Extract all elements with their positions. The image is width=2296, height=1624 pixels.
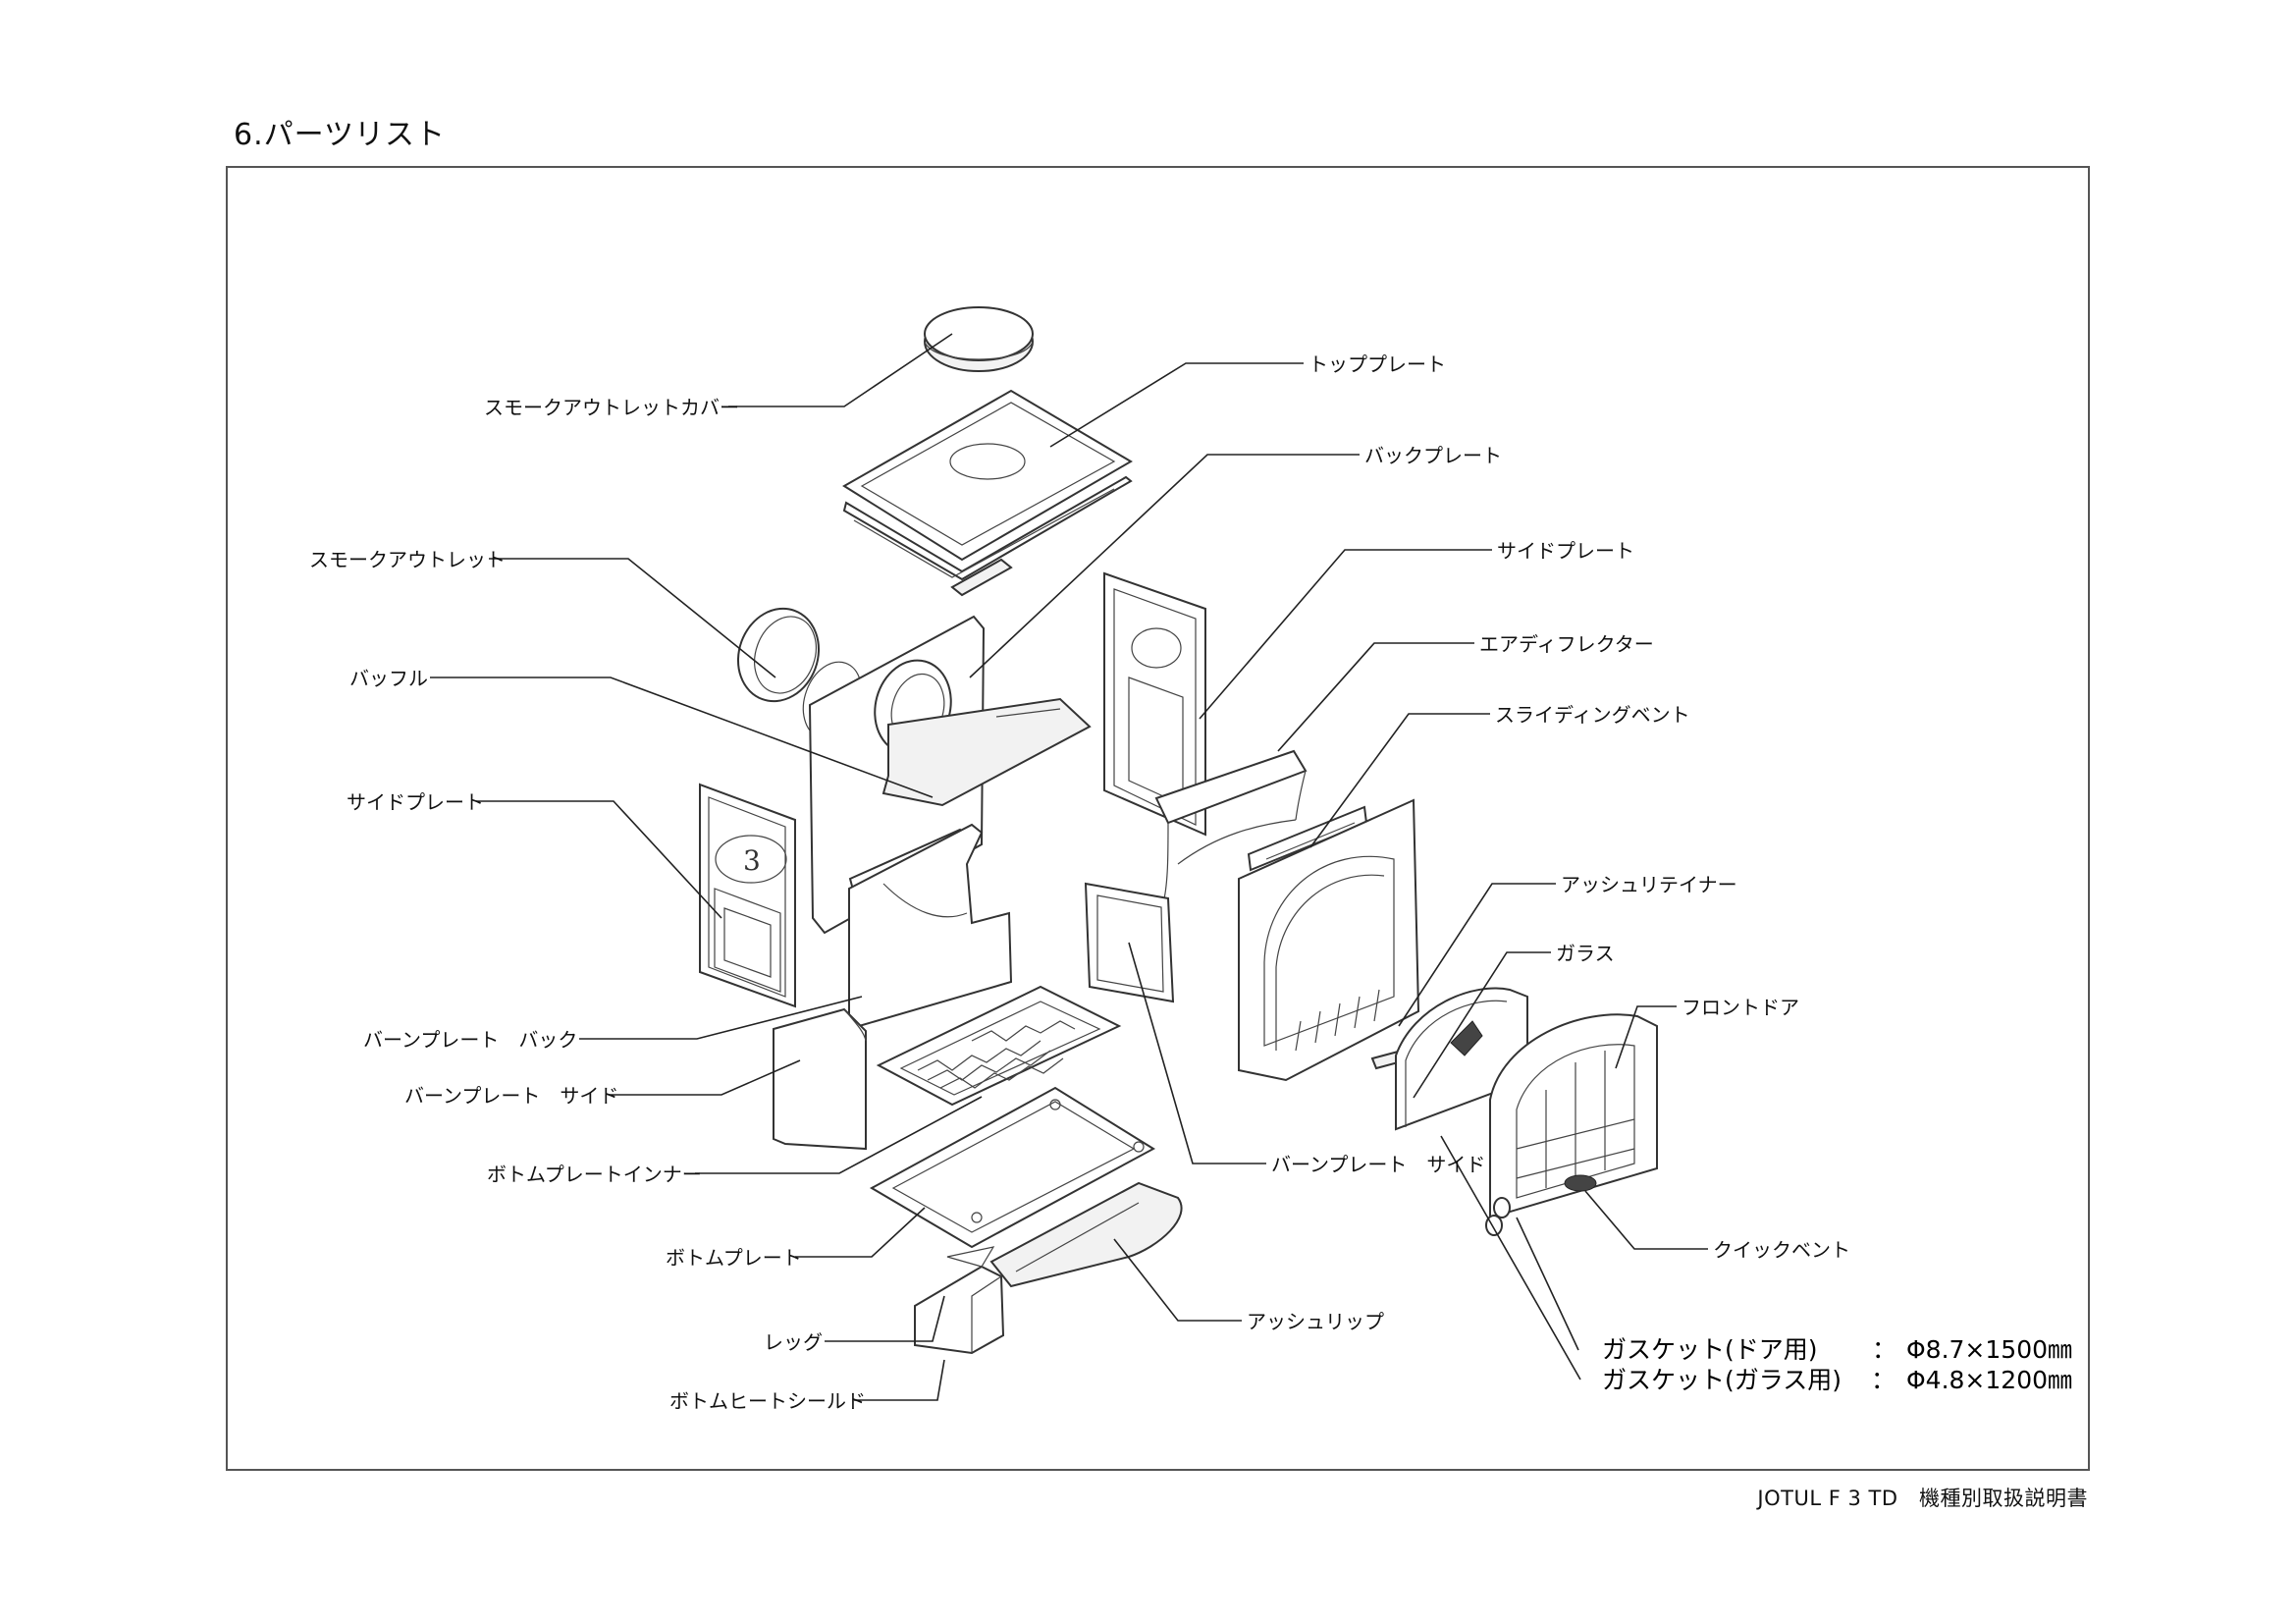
front-door-part [1485, 1013, 1658, 1236]
label-ash-lip: アッシュリップ [1247, 1310, 1384, 1333]
label-smoke-outlet: スモークアウトレット [309, 548, 506, 571]
gasket-door-name: ガスケット(ドア用) [1602, 1335, 1818, 1364]
bottom-plate-part [869, 1086, 1155, 1249]
leg-and-heat-shield-part [914, 1246, 1005, 1355]
label-glass: ガラス [1556, 942, 1615, 965]
label-baffle: バッフル [349, 667, 428, 690]
label-back-plate: バックプレート [1364, 444, 1502, 467]
side-plate-right-part [1103, 571, 1206, 837]
burn-plate-side-left-part [773, 1007, 867, 1151]
side-plate-left-part: 3 [699, 783, 796, 1008]
label-burn-plate-back: バーンプレート バック [363, 1028, 577, 1052]
label-bottom-heat-shield: ボトムヒートシールド [669, 1389, 866, 1413]
gasket-door-separator: ： [1847, 1335, 1896, 1364]
page-title: 6.パーツリスト [234, 118, 447, 152]
bottom-plate-inner-part [876, 985, 1122, 1107]
footer-manual-title: JOTUL F 3 TD 機種別取扱説明書 [1757, 1487, 2088, 1510]
gasket-glass-spec: Φ4.8×1200㎜ [1906, 1366, 2072, 1394]
gasket-door-spec: Φ8.7×1500㎜ [1906, 1335, 2072, 1364]
label-front-door: フロントドア [1682, 996, 1799, 1019]
label-top-plate: トッププレート [1308, 352, 1446, 376]
label-air-deflector: エアディフレクター [1479, 632, 1654, 656]
front-frame-part [1238, 798, 1420, 1082]
diagram-frame [226, 166, 2090, 1471]
label-quick-vent: クイックベント [1713, 1238, 1850, 1262]
label-burn-plate-side-right: バーンプレート サイド [1271, 1153, 1485, 1176]
svg-text:3: 3 [743, 844, 761, 877]
label-side-plate-left: サイドプレート [347, 790, 484, 814]
smoke-outlet-cover-part [924, 306, 1034, 372]
label-leg: レッグ [764, 1330, 823, 1354]
label-ash-retainer: アッシュリテイナー [1561, 873, 1737, 896]
gasket-glass-name: ガスケット(ガラス用) [1602, 1366, 1842, 1394]
leader-lines [430, 333, 1708, 1401]
label-side-plate-right: サイドプレート [1497, 539, 1634, 563]
glass-part [1395, 987, 1528, 1131]
label-burn-plate-side-left: バーンプレート サイド [404, 1084, 618, 1108]
label-bottom-plate: ボトムプレート [666, 1246, 802, 1270]
label-sliding-vent: スライディングベント [1495, 703, 1690, 727]
label-smoke-outlet-cover: スモークアウトレットカバー [484, 396, 739, 419]
gasket-glass-separator: ： [1871, 1366, 1896, 1394]
label-bottom-plate-inner: ボトムプレートインナー [487, 1163, 702, 1186]
top-plate-part [842, 389, 1133, 597]
